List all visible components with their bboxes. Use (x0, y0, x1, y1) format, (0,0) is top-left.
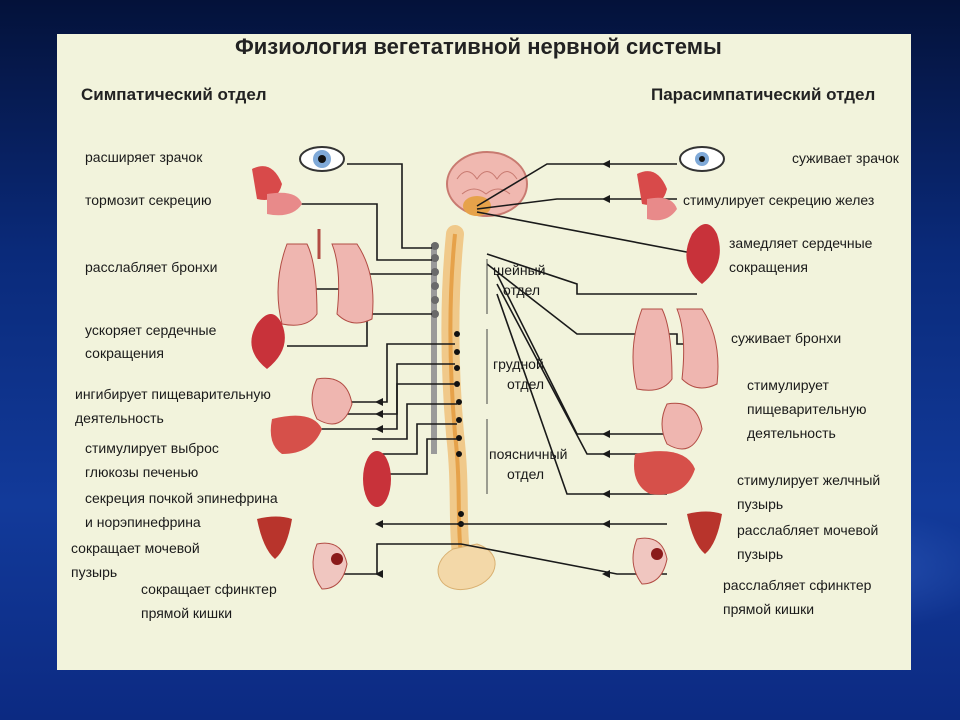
heart-icon (251, 314, 285, 369)
para-effect-sphincter: расслабляет сфинктер (723, 577, 872, 593)
symp-effect-kidney-2: и норэпинефрина (85, 514, 201, 530)
para-effect-sphincter-2: прямой кишки (723, 601, 815, 617)
para-effect-bronchi: суживает бронхи (731, 330, 842, 346)
symp-effect-kidney: секреция почкой эпинефрина (85, 490, 278, 506)
lungs-icon-right (632, 308, 719, 391)
para-effect-heart: замедляет сердечные (729, 235, 873, 251)
bladder-icon (257, 516, 292, 559)
rectum-icon-right (632, 537, 668, 585)
para-effect-glands: стимулирует секрецию желез (683, 192, 875, 208)
spine-section-lumbar: поясничный (489, 446, 568, 462)
spine-section-thoracic: грудной (493, 356, 544, 372)
diagram-panel: Физиология вегетативной нервной системы … (57, 34, 911, 670)
salivary-gland-icon (252, 166, 302, 216)
liver-icon (270, 415, 322, 454)
spine-section-lumbar-2: отдел (507, 466, 545, 482)
symp-effect-bladder: сокращает мочевой (71, 540, 200, 556)
spine-section-cervical: шейный (493, 262, 546, 278)
diagram-drawing (251, 146, 725, 590)
parasympathetic-heading: Парасимпатический отдел (651, 85, 876, 104)
symp-effect-heart-2: сокращения (85, 345, 164, 361)
heart-icon-right (686, 224, 720, 284)
para-effect-gallbladder-2: пузырь (737, 496, 784, 512)
stomach-icon-right (661, 402, 703, 450)
spine-section-thoracic-2: отдел (507, 376, 545, 392)
liver-icon-right (634, 451, 695, 495)
symp-effect-glucose: стимулирует выброс (85, 440, 219, 456)
kidney-icon (363, 451, 391, 507)
sympathetic-arrowheads (375, 398, 383, 578)
symp-effect-inhibit-secretion: тормозит секрецию (85, 192, 212, 208)
para-effect-digestion-3: деятельность (747, 425, 836, 441)
eye-icon (299, 146, 345, 172)
rectum-icon (312, 542, 348, 590)
symp-effect-sphincter-2: прямой кишки (141, 605, 233, 621)
lungs-icon (277, 229, 374, 326)
symp-effect-dilate-pupil: расширяет зрачок (85, 149, 203, 165)
sympathetic-chain (431, 242, 439, 454)
para-effect-digestion-2: пищеварительную (747, 401, 867, 417)
symp-effect-sphincter: сокращает сфинктер (141, 581, 277, 597)
page-title: Физиология вегетативной нервной системы (235, 34, 722, 59)
spine-section-cervical-2: отдел (503, 282, 541, 298)
sympathetic-heading: Симпатический отдел (81, 85, 267, 104)
symp-effect-bladder-2: пузырь (71, 564, 118, 580)
spinal-cord-illustration (437, 225, 496, 590)
salivary-gland-icon-right (637, 171, 677, 221)
para-effect-gallbladder: стимулирует желчный (737, 472, 881, 488)
symp-effect-heart: ускоряет сердечные (85, 322, 217, 338)
parasympathetic-arrowheads (602, 160, 610, 578)
para-effect-bladder-2: пузырь (737, 546, 784, 562)
para-effect-bladder: расслабляет мочевой (737, 522, 879, 538)
para-effect-digestion: стимулирует (747, 377, 829, 393)
bladder-icon-right (687, 511, 722, 554)
symp-effect-relax-bronchi: расслабляет бронхи (85, 259, 218, 275)
sympathetic-nerve-lines (287, 163, 461, 575)
para-effect-heart-2: сокращения (729, 259, 808, 275)
symp-effect-digestion-2: деятельность (75, 410, 164, 426)
eye-icon-right (679, 146, 725, 172)
stomach-icon (311, 377, 353, 425)
parasympathetic-nerve-lines (457, 163, 698, 575)
para-effect-constrict-pupil: суживает зрачок (792, 150, 899, 166)
symp-effect-digestion: ингибирует пищеварительную (75, 386, 271, 402)
symp-effect-glucose-2: глюкозы печенью (85, 464, 199, 480)
